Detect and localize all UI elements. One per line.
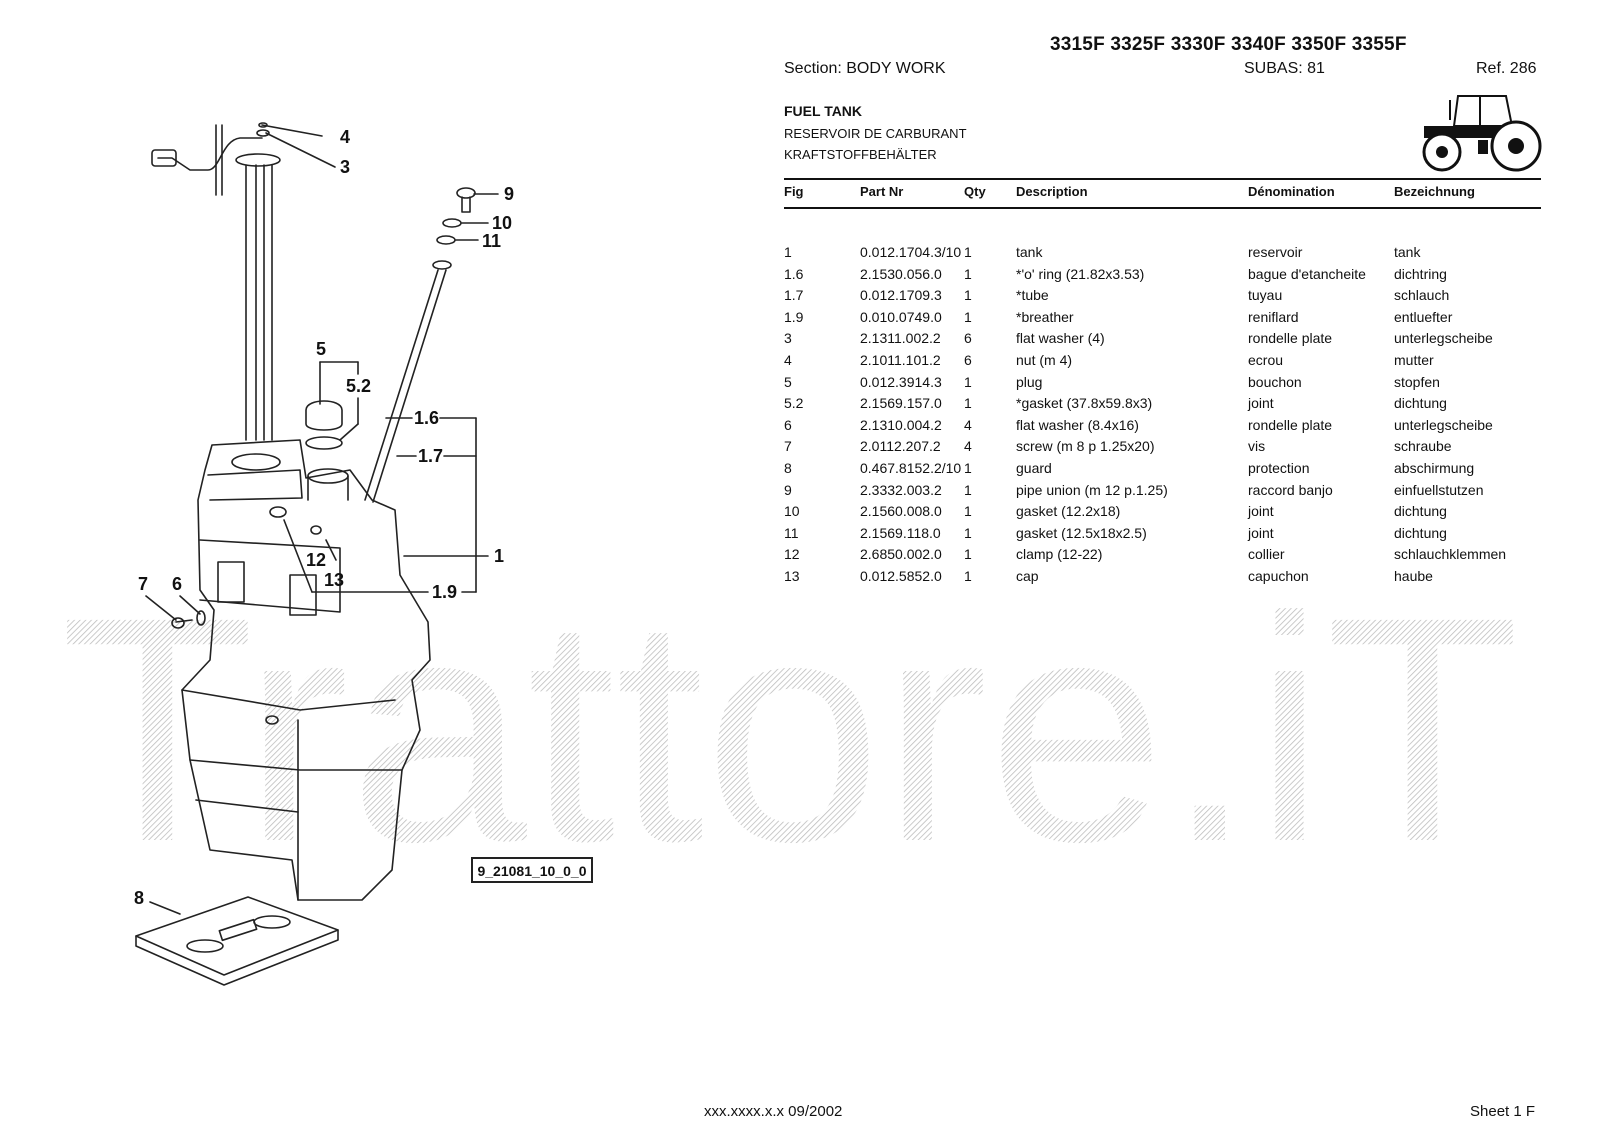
table-header: Fig Part Nr Qty Description Dénomination… [784,184,1541,204]
callout-6: 6 [172,574,182,594]
callout-1-9: 1.9 [432,582,457,602]
callout-10: 10 [492,213,512,233]
model-list: 3315F 3325F 3330F 3340F 3350F 3355F [1050,34,1407,55]
callout-11: 11 [482,231,501,251]
column-header-description: Description [1016,184,1088,199]
callout-9: 9 [504,184,514,204]
callout-4: 4 [340,127,350,147]
callout-8: 8 [134,888,144,908]
watermark-text: Trattore.iT [60,600,1520,860]
callout-3: 3 [340,157,350,177]
column-header-qty: Qty [964,184,986,199]
callout-12: 12 [306,550,326,570]
callout-13: 13 [324,570,344,590]
watermark: Trattore.iT [60,600,1520,860]
column-header-denomination: Dénomination [1248,184,1335,199]
connector-plug [151,149,177,167]
callout-5-2: 5.2 [346,376,371,396]
page-title: FUEL TANK [784,103,863,119]
callout-1-6: 1.6 [414,408,439,428]
column-header-part-nr: Part Nr [860,184,904,199]
callout-5: 5 [316,339,326,359]
fuel-tank-diagram: 4 3 9 10 11 5 5.2 1.6 1.7 1 12 13 1.9 7 … [134,122,593,986]
page-title-french: RESERVOIR DE CARBURANT [784,126,967,141]
column-header-bezeichnung: Bezeichnung [1394,184,1475,199]
section-label: Section: BODY WORK [784,60,946,77]
callout-1: 1 [494,546,504,566]
drawing-code: 9_21081_10_0_0 [477,863,586,879]
column-header-fig: Fig [784,184,804,199]
ref-label: Ref. 286 [1476,60,1537,77]
subas-label: SUBAS: 81 [1244,60,1325,77]
page-title-german: KRAFTSTOFFBEHÄLTER [784,147,937,162]
footer-code: xxx.xxxx.x.x 09/2002 [704,1103,843,1120]
callout-1-7: 1.7 [418,446,443,466]
drawing-code-box [471,857,593,883]
sheet-number: Sheet 1 F [1470,1103,1536,1120]
table-top-rule [784,178,1541,180]
table-header-rule [784,207,1541,209]
tractor-icon [1422,95,1542,172]
callout-7: 7 [138,574,148,594]
